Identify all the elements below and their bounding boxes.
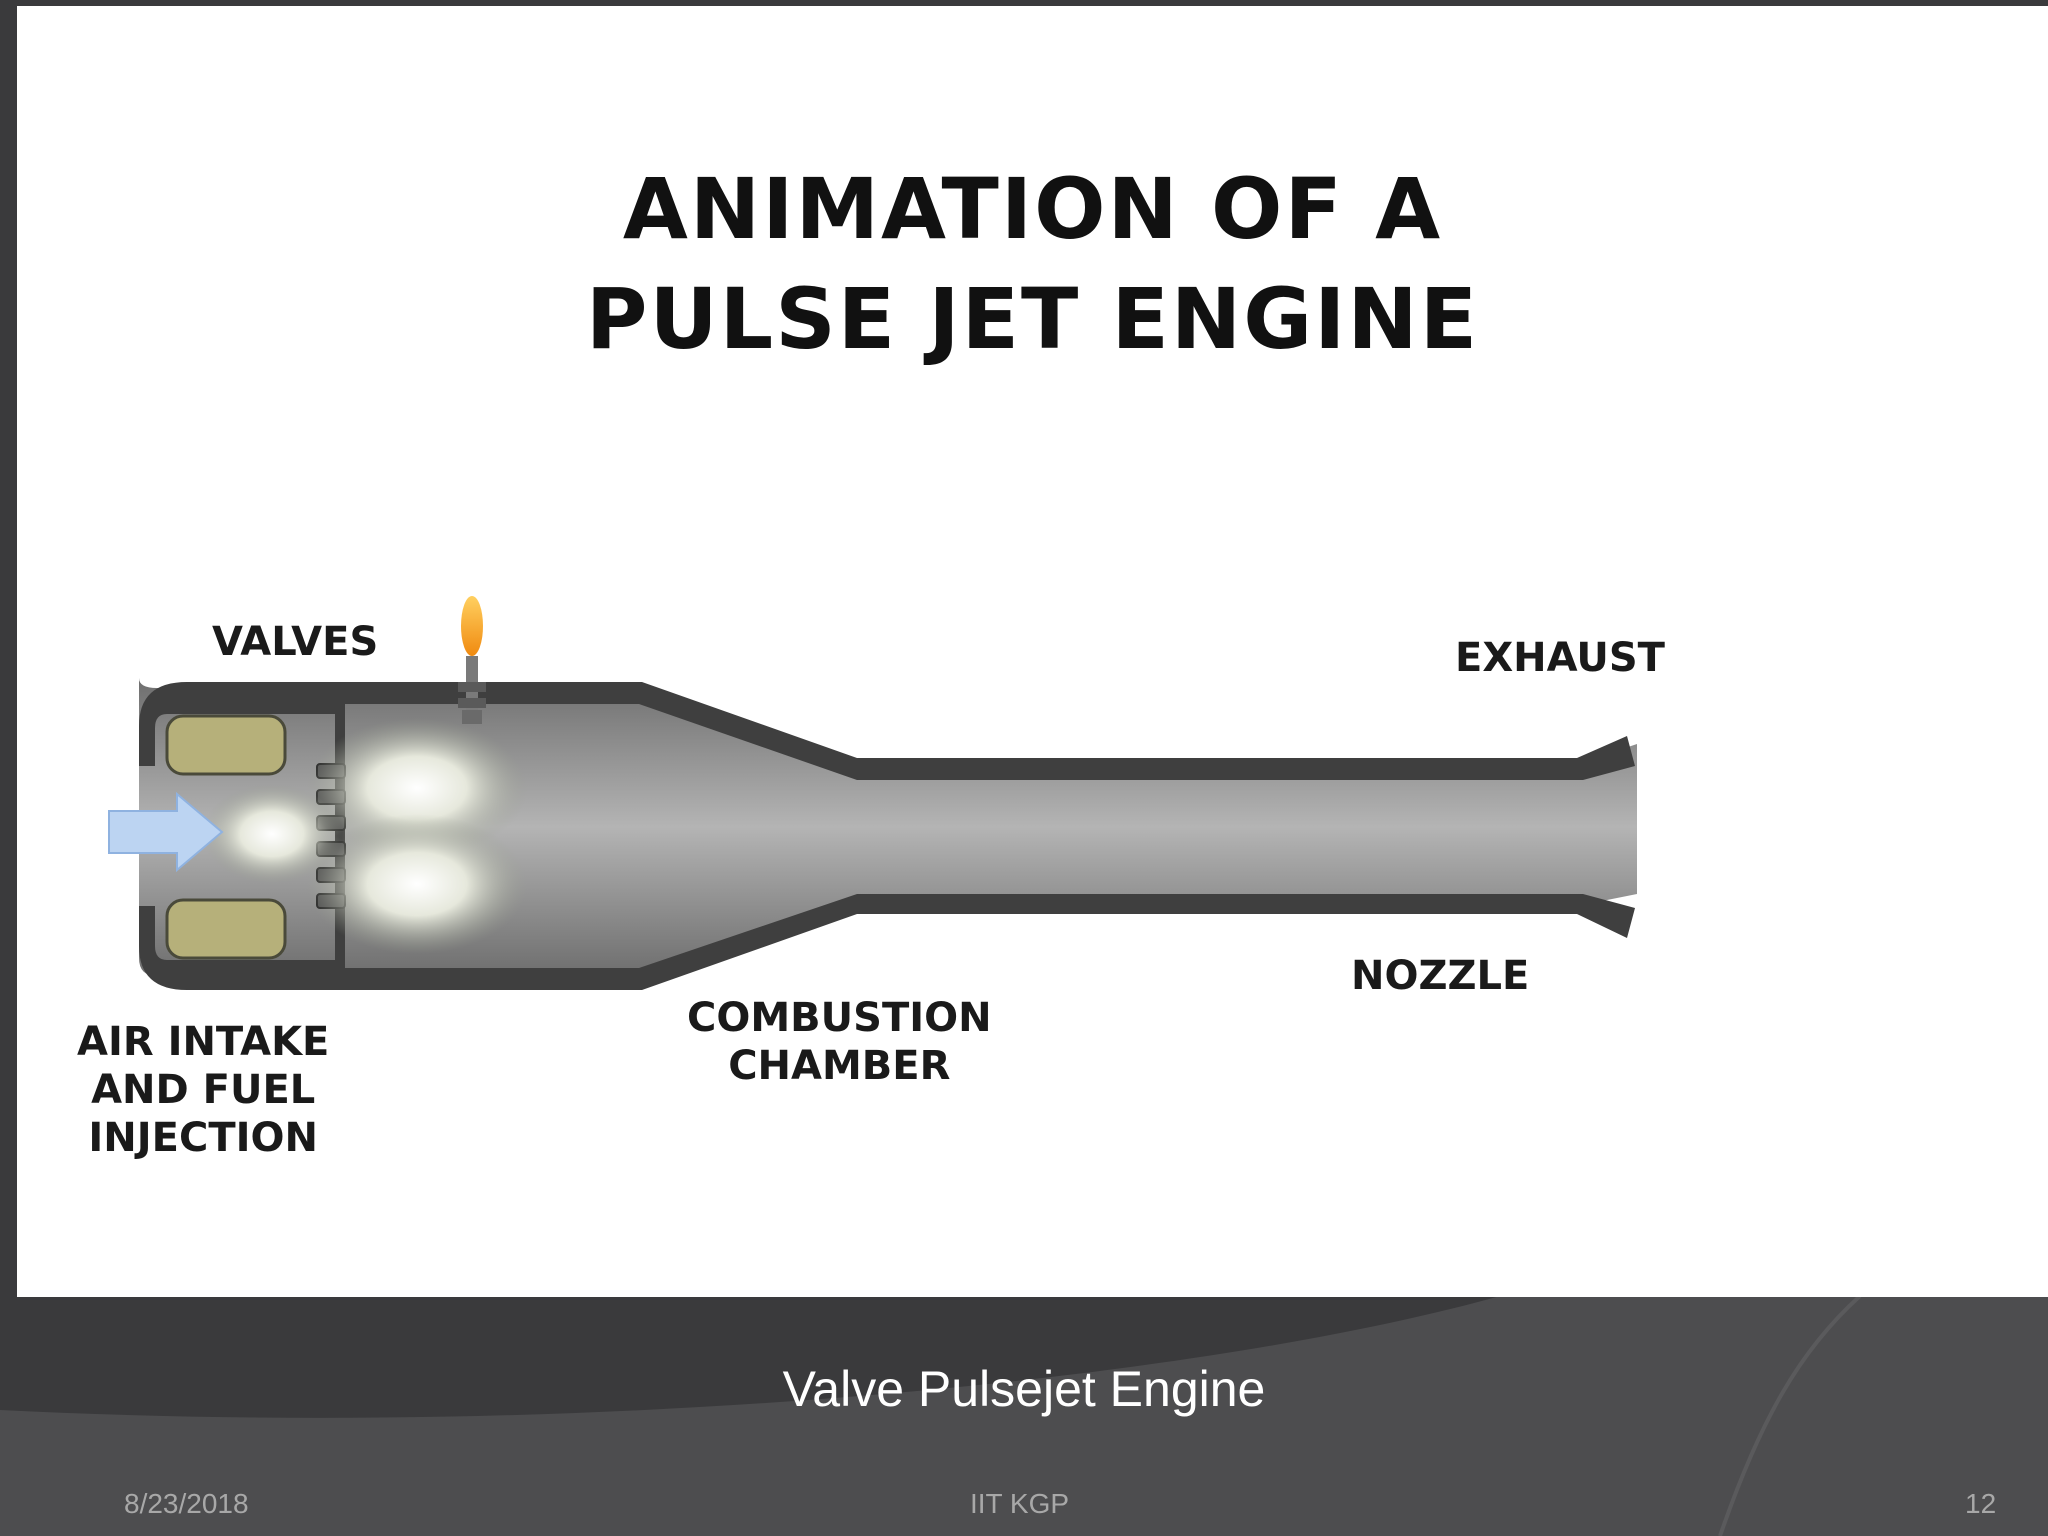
label-air-intake: AIR INTAKE AND FUEL INJECTION <box>77 1019 330 1161</box>
diagram-title-line2: PULSE JET ENGINE <box>585 270 1480 368</box>
engine-shell-bottom <box>139 894 1635 990</box>
diagram-figure: ANIMATION OF A PULSE JET ENGINE VALVES E… <box>17 6 2048 1297</box>
label-combustion-chamber: COMBUSTION CHAMBER <box>687 995 992 1089</box>
spark-plug-icon <box>458 596 486 724</box>
footer-date: 8/23/2018 <box>124 1488 249 1519</box>
combustion-glow-top <box>307 718 527 858</box>
footer-page-number: 12 <box>1965 1488 1997 1519</box>
label-exhaust: EXHAUST <box>1455 635 1665 681</box>
engine-shell-top <box>139 682 1635 780</box>
label-valves: VALVES <box>212 619 379 665</box>
intake-glow <box>202 784 342 884</box>
slide-caption: Valve Pulsejet Engine <box>782 1361 1266 1417</box>
intake-arrow-icon <box>108 791 224 873</box>
footer-center-text: IIT KGP <box>970 1488 1070 1519</box>
combustion-glow-bottom <box>307 814 527 954</box>
valve-flap-top <box>165 714 287 776</box>
valve-flap-bottom <box>165 898 287 960</box>
diagram-title-line1: ANIMATION OF A <box>622 160 1443 258</box>
spark-flame-icon <box>461 596 483 656</box>
pulsejet-engine-diagram <box>108 596 1637 990</box>
label-nozzle: NOZZLE <box>1351 953 1530 999</box>
